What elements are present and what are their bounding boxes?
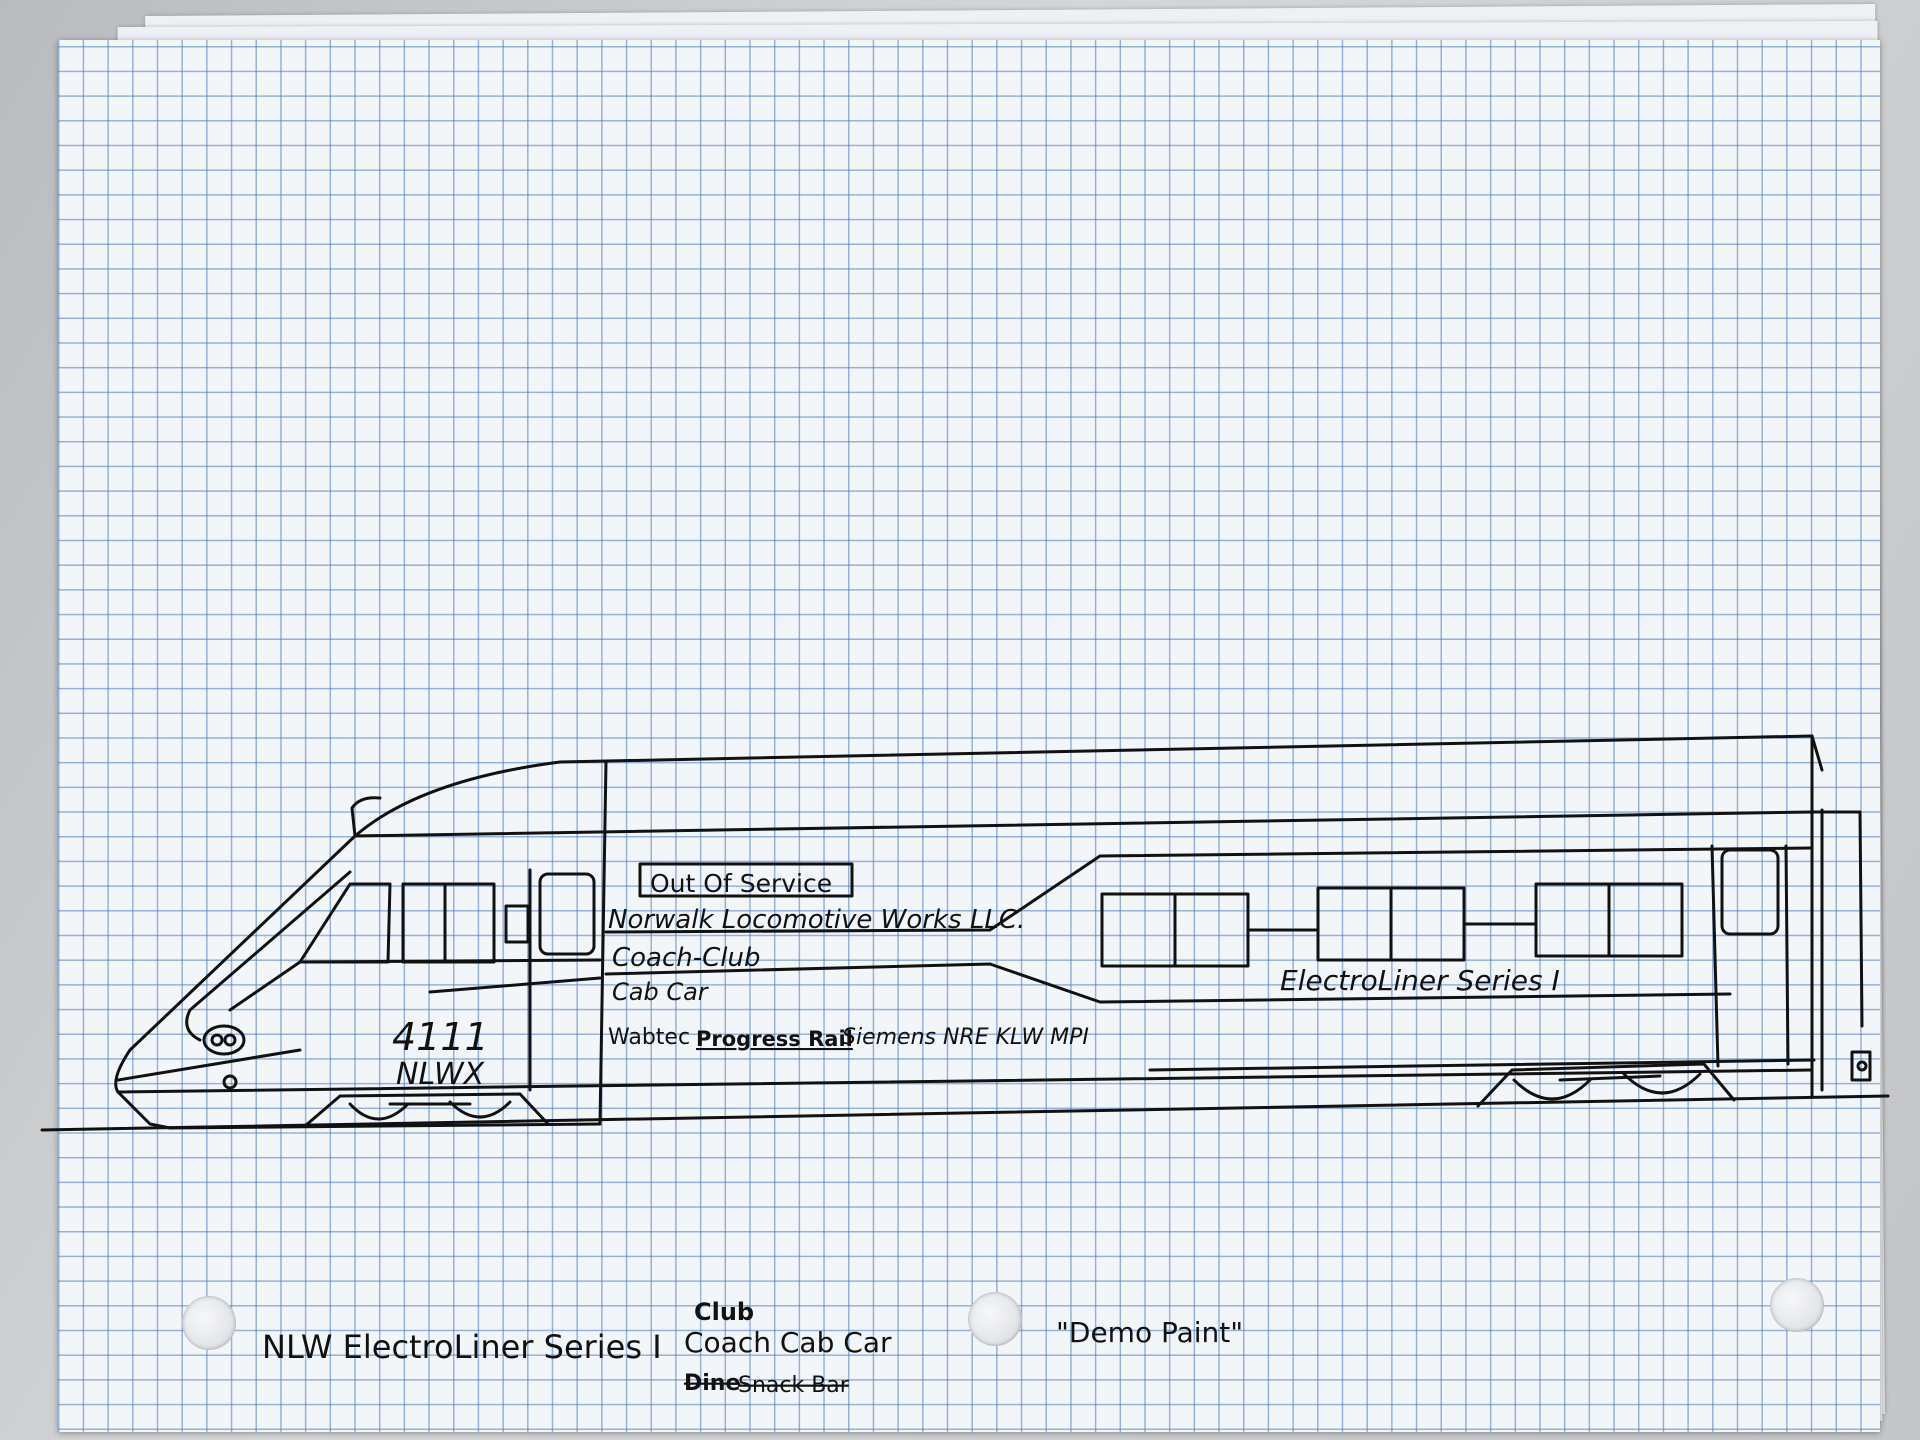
- rear-door-window: [1720, 848, 1780, 936]
- car-type-label: Cab Car: [612, 978, 710, 1006]
- lower-stripe: [604, 962, 1732, 1004]
- caption-paint: "Demo Paint": [1056, 1316, 1243, 1349]
- sign-box: [638, 862, 854, 898]
- caption-car: Coach Cab Car: [684, 1326, 892, 1359]
- cab-divider: [598, 760, 608, 1126]
- cab-window-3: [504, 904, 530, 944]
- rear-door-line: [1710, 844, 1720, 1068]
- builder-wabtec: Wabtec: [608, 1025, 690, 1050]
- builder-others: Siemens NRE KLW MPI: [842, 1025, 1089, 1050]
- reporting-mark: NLWX: [396, 1057, 486, 1092]
- cab-window-1: [298, 882, 392, 964]
- roof-outline: [353, 734, 1814, 838]
- graph-paper-sheet: [58, 40, 1880, 1432]
- rear-wheel-1: [1512, 1078, 1592, 1101]
- cab-door-window: [538, 872, 596, 956]
- upper-stripe: [604, 846, 1814, 934]
- binder-hole-left: [182, 1296, 236, 1350]
- roof-bump: [350, 796, 382, 838]
- series-logo: ElectroLiner Series I: [1280, 964, 1560, 997]
- binder-hole-right: [1770, 1278, 1824, 1332]
- caption-title: NLW ElectroLiner Series I: [262, 1328, 662, 1366]
- cab-window-2: [401, 882, 496, 964]
- rear-truck: [1476, 1062, 1736, 1108]
- caption-struck-2: Snack Bar: [738, 1373, 850, 1398]
- out-of-service-sign: Out Of Service: [650, 869, 832, 898]
- rear-wheel-2: [1622, 1072, 1702, 1095]
- car-class-label: Coach-Club: [612, 943, 761, 973]
- body-bottom-line: [116, 1068, 1814, 1094]
- rail-line: [40, 1094, 1890, 1132]
- caption-club: Club: [694, 1298, 754, 1326]
- binder-hole-center: [968, 1292, 1022, 1346]
- unit-number: 4111: [392, 1015, 489, 1059]
- headlight: [202, 1024, 246, 1056]
- builder-progress-rail: Progress Rail: [696, 1027, 853, 1051]
- company-name: Norwalk Locomotive Works LLC.: [608, 905, 1025, 935]
- coupler: [1850, 1050, 1872, 1082]
- front-wheel-2: [448, 1100, 512, 1119]
- caption-struck-1: Dine: [684, 1371, 740, 1396]
- front-truck: [303, 1092, 550, 1128]
- roof-lower-line: [353, 810, 1814, 838]
- front-wheel-1: [348, 1102, 410, 1121]
